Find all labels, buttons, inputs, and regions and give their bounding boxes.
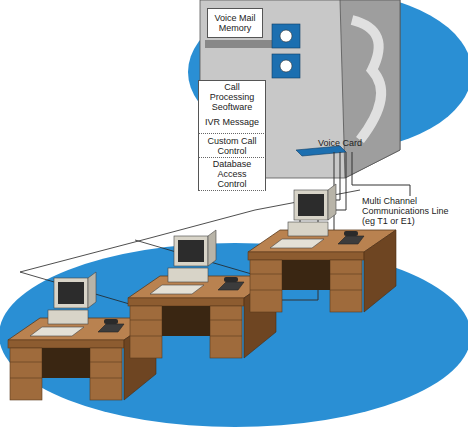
software-box: Custom Call Control: [198, 134, 266, 158]
software-box: Database Access Control: [198, 158, 266, 191]
box-text: Custom Call Control: [202, 136, 262, 156]
memory-box: Voice Mail Memory: [207, 8, 263, 38]
box-text: Database Access Control: [202, 159, 262, 189]
box-text: Call Processing Seoftware: [202, 82, 262, 112]
software-box: IVR Message: [198, 110, 266, 134]
box-text: Voice Mail Memory: [211, 13, 259, 33]
part-label: Voice Card: [318, 138, 378, 148]
box-text: IVR Message: [205, 117, 259, 127]
part-label: Multi Channel Communications Line (eg T1…: [362, 196, 462, 226]
software-box: Call Processing Seoftware: [198, 80, 266, 114]
